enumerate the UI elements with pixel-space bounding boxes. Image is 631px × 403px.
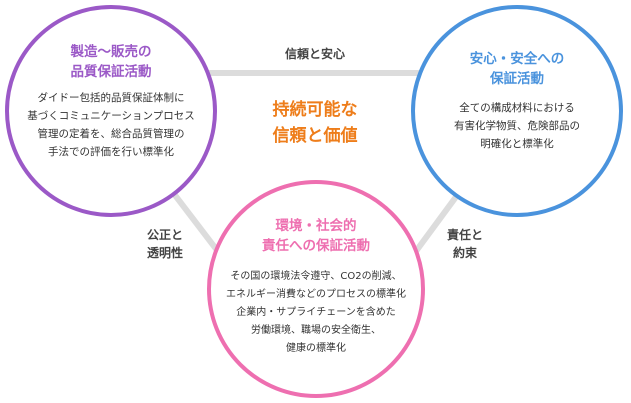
circle-social-responsibility: 環境・社会的 責任への保証活動 その国の環境法令遵守、CO2の削減、 エネルギー… <box>207 180 425 398</box>
circle-title: 製造～販売の 品質保証活動 <box>70 44 152 80</box>
circle-safety-assurance: 安心・安全への 保証活動 全ての構成材料における 有害化学物質、危険部品の 明確… <box>411 5 623 217</box>
center-label: 持続可能な 信頼と価値 <box>272 100 358 146</box>
circle-body: ダイドー包括的品質保証体制に 基づくコミュニケーションプロセス 管理の定着を、総… <box>27 92 195 158</box>
circle-quality-assurance: 製造～販売の 品質保証活動 ダイドー包括的品質保証体制に 基づくコミュニケーショ… <box>5 5 217 217</box>
circle-title: 環境・社会的 責任への保証活動 <box>262 218 370 254</box>
circle-title: 安心・安全への 保証活動 <box>469 51 565 87</box>
edge-label-trust: 信頼と安心 <box>284 47 345 61</box>
circle-body: その国の環境法令遵守、CO2の削減、 エネルギー消費などのプロセスの標準化 企業… <box>226 271 406 354</box>
circle-body: 全ての構成材料における 有害化学物質、危険部品の 明確化と標準化 <box>454 102 580 150</box>
edge-label-responsibility: 責任と 約束 <box>446 228 483 260</box>
edge-label-fairness: 公正と 透明性 <box>146 228 183 260</box>
